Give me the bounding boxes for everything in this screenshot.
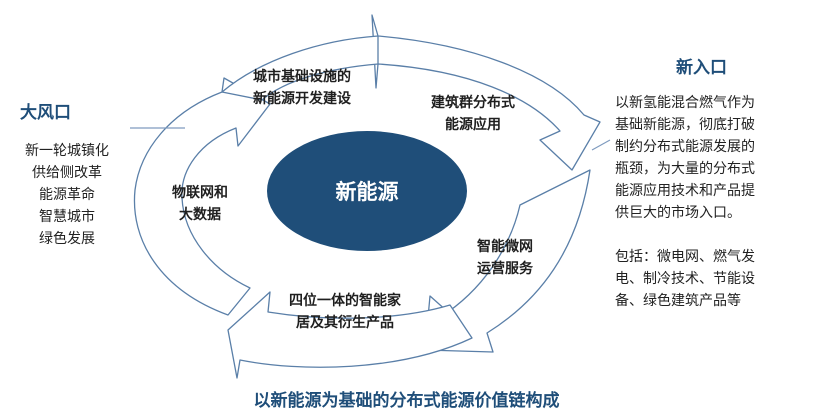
left-panel-text: 新一轮城镇化 供给侧改革 能源革命 智慧城市 绿色发展 bbox=[4, 140, 130, 250]
segment-label-left: 物联网和 大数据 bbox=[150, 182, 250, 226]
segment-label-top: 城市基础设施的 新能源开发建设 bbox=[222, 66, 382, 110]
arrow-segment-top-right bbox=[371, 14, 601, 171]
segment-bottom-line-1: 四位一体的智能家 bbox=[289, 293, 401, 309]
segment-right-line-1: 智能微网 bbox=[477, 239, 533, 255]
right-line-5: 能源应用技术和产品提 bbox=[615, 183, 755, 199]
right-line-4: 瓶颈，为大量的分布式 bbox=[615, 161, 755, 177]
right-line-9: 备、绿色建筑产品等 bbox=[615, 293, 741, 309]
left-panel-heading: 大风口 bbox=[20, 103, 71, 123]
left-line-3: 能源革命 bbox=[39, 187, 95, 203]
right-panel-text: 以新氢能混合燃气作为 基础新能源，彻底打破 制约分布式能源发展的 瓶颈，为大量的… bbox=[615, 92, 755, 312]
segment-left-line-2: 大数据 bbox=[179, 207, 221, 223]
segment-label-bottom: 四位一体的智能家 居及其衍生产品 bbox=[265, 290, 425, 334]
arrow-segment-top bbox=[221, 35, 379, 101]
segment-top-line-1: 城市基础设施的 bbox=[253, 69, 351, 85]
left-line-4: 智慧城市 bbox=[39, 209, 95, 225]
segment-right-line-2: 运营服务 bbox=[477, 261, 533, 277]
segment-top-right-line-1: 建筑群分布式 bbox=[431, 95, 515, 111]
right-line-7: 包括：微电网、燃气发 bbox=[615, 249, 755, 265]
segment-label-right: 智能微网 运营服务 bbox=[455, 236, 555, 280]
segment-top-right-line-2: 能源应用 bbox=[445, 117, 501, 133]
connector-right bbox=[591, 139, 611, 151]
right-line-6: 供巨大的市场入口。 bbox=[615, 205, 741, 221]
arrow-segment-left bbox=[133, 77, 271, 316]
right-line-2: 基础新能源，彻底打破 bbox=[615, 117, 755, 133]
arrow-segment-bottom bbox=[227, 291, 473, 379]
right-panel-heading: 新入口 bbox=[676, 58, 727, 78]
segment-top-line-2: 新能源开发建设 bbox=[253, 91, 351, 107]
right-line-8: 电、制冷技术、节能设 bbox=[615, 271, 755, 287]
center-label: 新能源 bbox=[336, 180, 399, 204]
left-line-1: 新一轮城镇化 bbox=[25, 143, 109, 159]
arrow-segment-right bbox=[424, 169, 591, 353]
left-line-2: 供给侧改革 bbox=[32, 165, 102, 181]
segment-left-line-1: 物联网和 bbox=[172, 185, 228, 201]
diagram-caption: 以新能源为基础的分布式能源价值链构成 bbox=[253, 391, 560, 411]
outer-cycle-ring bbox=[133, 14, 601, 379]
right-line-3: 制约分布式能源发展的 bbox=[615, 139, 755, 155]
right-line-1: 以新氢能混合燃气作为 bbox=[615, 95, 755, 111]
segment-label-top-right: 建筑群分布式 能源应用 bbox=[403, 92, 543, 136]
segment-bottom-line-2: 居及其衍生产品 bbox=[296, 315, 394, 331]
left-line-5: 绿色发展 bbox=[39, 231, 95, 247]
center-ellipse bbox=[265, 129, 469, 253]
